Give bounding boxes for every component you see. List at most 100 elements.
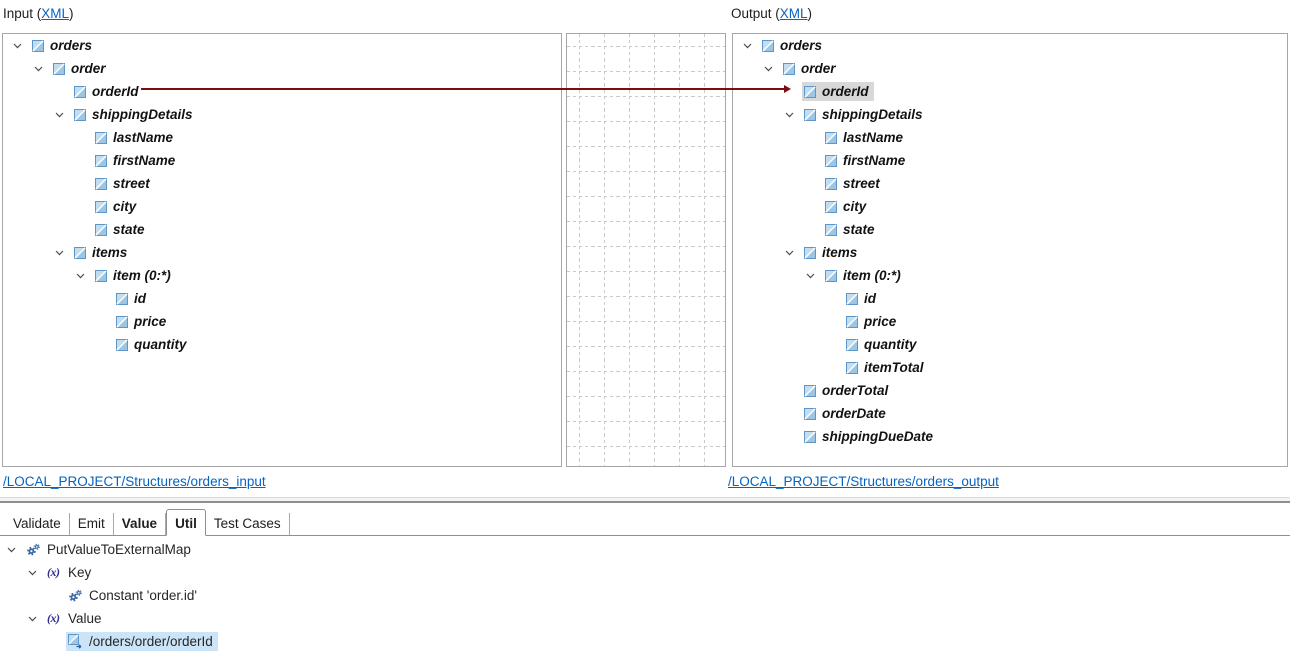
- tab-validate[interactable]: Validate: [5, 513, 70, 535]
- tree-node-state[interactable]: state: [733, 218, 1287, 241]
- tree-node-content: quantity: [844, 335, 922, 354]
- tree-node-content: street: [823, 174, 885, 193]
- xml-element-icon: [846, 338, 858, 351]
- tree-node-orderdate[interactable]: orderDate: [733, 402, 1287, 425]
- chevron-down-icon[interactable]: [76, 273, 95, 279]
- horizontal-splitter[interactable]: [0, 497, 1290, 503]
- tree-node-order[interactable]: order: [3, 57, 561, 80]
- xpath-reference-icon: [68, 634, 85, 649]
- tree-node-label: Key: [68, 565, 92, 580]
- tree-node-city[interactable]: city: [733, 195, 1287, 218]
- tree-node-key[interactable]: (x)Key: [0, 561, 1290, 584]
- tree-node-shippingdetails[interactable]: shippingDetails: [733, 103, 1287, 126]
- tree-node-label: Value: [68, 611, 102, 626]
- tree-node-price[interactable]: price: [3, 310, 561, 333]
- tree-node-label: state: [113, 222, 145, 237]
- chevron-down-icon[interactable]: [764, 66, 783, 72]
- tree-node-content: orders: [30, 36, 97, 55]
- output-xml-link[interactable]: XML: [779, 6, 808, 21]
- chevron-down-icon[interactable]: [743, 43, 762, 49]
- tree-node-item-0[interactable]: item (0:*): [3, 264, 561, 287]
- tab-value[interactable]: Value: [114, 513, 167, 535]
- input-xml-link[interactable]: XML: [41, 6, 70, 21]
- tree-node-id[interactable]: id: [733, 287, 1287, 310]
- chevron-down-icon[interactable]: [55, 250, 74, 256]
- output-structure-link[interactable]: /LOCAL_PROJECT/Structures/orders_output: [728, 474, 999, 489]
- xml-element-icon: [825, 269, 837, 282]
- tree-node-label: street: [113, 176, 150, 191]
- tree-node-label: id: [864, 291, 876, 306]
- tree-node-label: shippingDetails: [822, 107, 923, 122]
- tree-node-street[interactable]: street: [733, 172, 1287, 195]
- tree-node-orders[interactable]: orders: [3, 34, 561, 57]
- tree-node-label: street: [843, 176, 880, 191]
- tree-node-lastname[interactable]: lastName: [733, 126, 1287, 149]
- tree-node-orderid[interactable]: orderId: [3, 80, 561, 103]
- chevron-down-icon[interactable]: [28, 570, 47, 576]
- tree-node-shippingdetails[interactable]: shippingDetails: [3, 103, 561, 126]
- chevron-down-icon[interactable]: [28, 616, 47, 622]
- tab-util[interactable]: Util: [166, 509, 206, 536]
- chevron-down-icon[interactable]: [785, 112, 804, 118]
- tree-node-label: orders: [50, 38, 93, 53]
- xml-element-icon: [74, 246, 86, 259]
- tree-node-state[interactable]: state: [3, 218, 561, 241]
- tree-node-label: orders: [780, 38, 823, 53]
- mapping-canvas[interactable]: [566, 33, 726, 467]
- tree-node-firstname[interactable]: firstName: [733, 149, 1287, 172]
- tab-test-cases[interactable]: Test Cases: [206, 513, 290, 535]
- tree-node-lastname[interactable]: lastName: [3, 126, 561, 149]
- tree-node-constant-order-id[interactable]: Constant 'order.id': [0, 584, 1290, 607]
- chevron-down-icon[interactable]: [55, 112, 74, 118]
- tree-node-orders[interactable]: orders: [733, 34, 1287, 57]
- tree-node-shippingduedate[interactable]: shippingDueDate: [733, 425, 1287, 448]
- tree-node-orders-order-orderid[interactable]: /orders/order/orderId: [0, 630, 1290, 653]
- fx-parameter-icon: (x): [47, 611, 60, 625]
- tree-node-content: orderTotal: [802, 381, 893, 400]
- tree-node-items[interactable]: items: [3, 241, 561, 264]
- xml-element-icon: [804, 108, 816, 121]
- tree-node-items[interactable]: items: [733, 241, 1287, 264]
- tree-node-putvaluetoexternalmap[interactable]: PutValueToExternalMap: [0, 538, 1290, 561]
- tree-node-orderid[interactable]: orderId: [733, 80, 1287, 103]
- gear-icon: [26, 543, 43, 557]
- mapping-connector-line[interactable]: [141, 85, 791, 93]
- chevron-down-icon[interactable]: [7, 547, 26, 553]
- tree-node-label: Constant 'order.id': [89, 588, 197, 603]
- input-title-text: Input (: [3, 6, 42, 21]
- tree-node-label: city: [843, 199, 867, 214]
- chevron-down-icon[interactable]: [13, 43, 32, 49]
- tree-node-label: items: [92, 245, 128, 260]
- tree-node-item-0[interactable]: item (0:*): [733, 264, 1287, 287]
- tree-node-content: city: [93, 197, 141, 216]
- tree-node-order[interactable]: order: [733, 57, 1287, 80]
- tree-node-firstname[interactable]: firstName: [3, 149, 561, 172]
- tree-node-label: item (0:*): [843, 268, 901, 283]
- tree-node-label: quantity: [864, 337, 917, 352]
- chevron-down-icon[interactable]: [806, 273, 825, 279]
- tree-node-id[interactable]: id: [3, 287, 561, 310]
- chevron-down-icon[interactable]: [34, 66, 53, 72]
- tree-node-quantity[interactable]: quantity: [733, 333, 1287, 356]
- tree-node-content: orders: [760, 36, 827, 55]
- tree-node-label: price: [134, 314, 167, 329]
- tree-node-content: orderDate: [802, 404, 891, 423]
- tree-node-label: items: [822, 245, 858, 260]
- tree-node-label: order: [71, 61, 106, 76]
- xml-element-icon: [116, 315, 128, 328]
- input-panel-title: Input (XML): [3, 6, 74, 21]
- tree-node-itemtotal[interactable]: itemTotal: [733, 356, 1287, 379]
- tree-node-street[interactable]: street: [3, 172, 561, 195]
- tab-emit[interactable]: Emit: [70, 513, 114, 535]
- tree-node-quantity[interactable]: quantity: [3, 333, 561, 356]
- tree-node-label: shippingDueDate: [822, 429, 934, 444]
- tree-node-price[interactable]: price: [733, 310, 1287, 333]
- tree-node-content: /orders/order/orderId: [66, 632, 218, 651]
- tree-node-ordertotal[interactable]: orderTotal: [733, 379, 1287, 402]
- tree-node-content: street: [93, 174, 155, 193]
- chevron-down-icon[interactable]: [785, 250, 804, 256]
- input-structure-link[interactable]: /LOCAL_PROJECT/Structures/orders_input: [3, 474, 266, 489]
- tree-node-content: (x) Value: [45, 609, 107, 628]
- tree-node-city[interactable]: city: [3, 195, 561, 218]
- tree-node-value[interactable]: (x) Value: [0, 607, 1290, 630]
